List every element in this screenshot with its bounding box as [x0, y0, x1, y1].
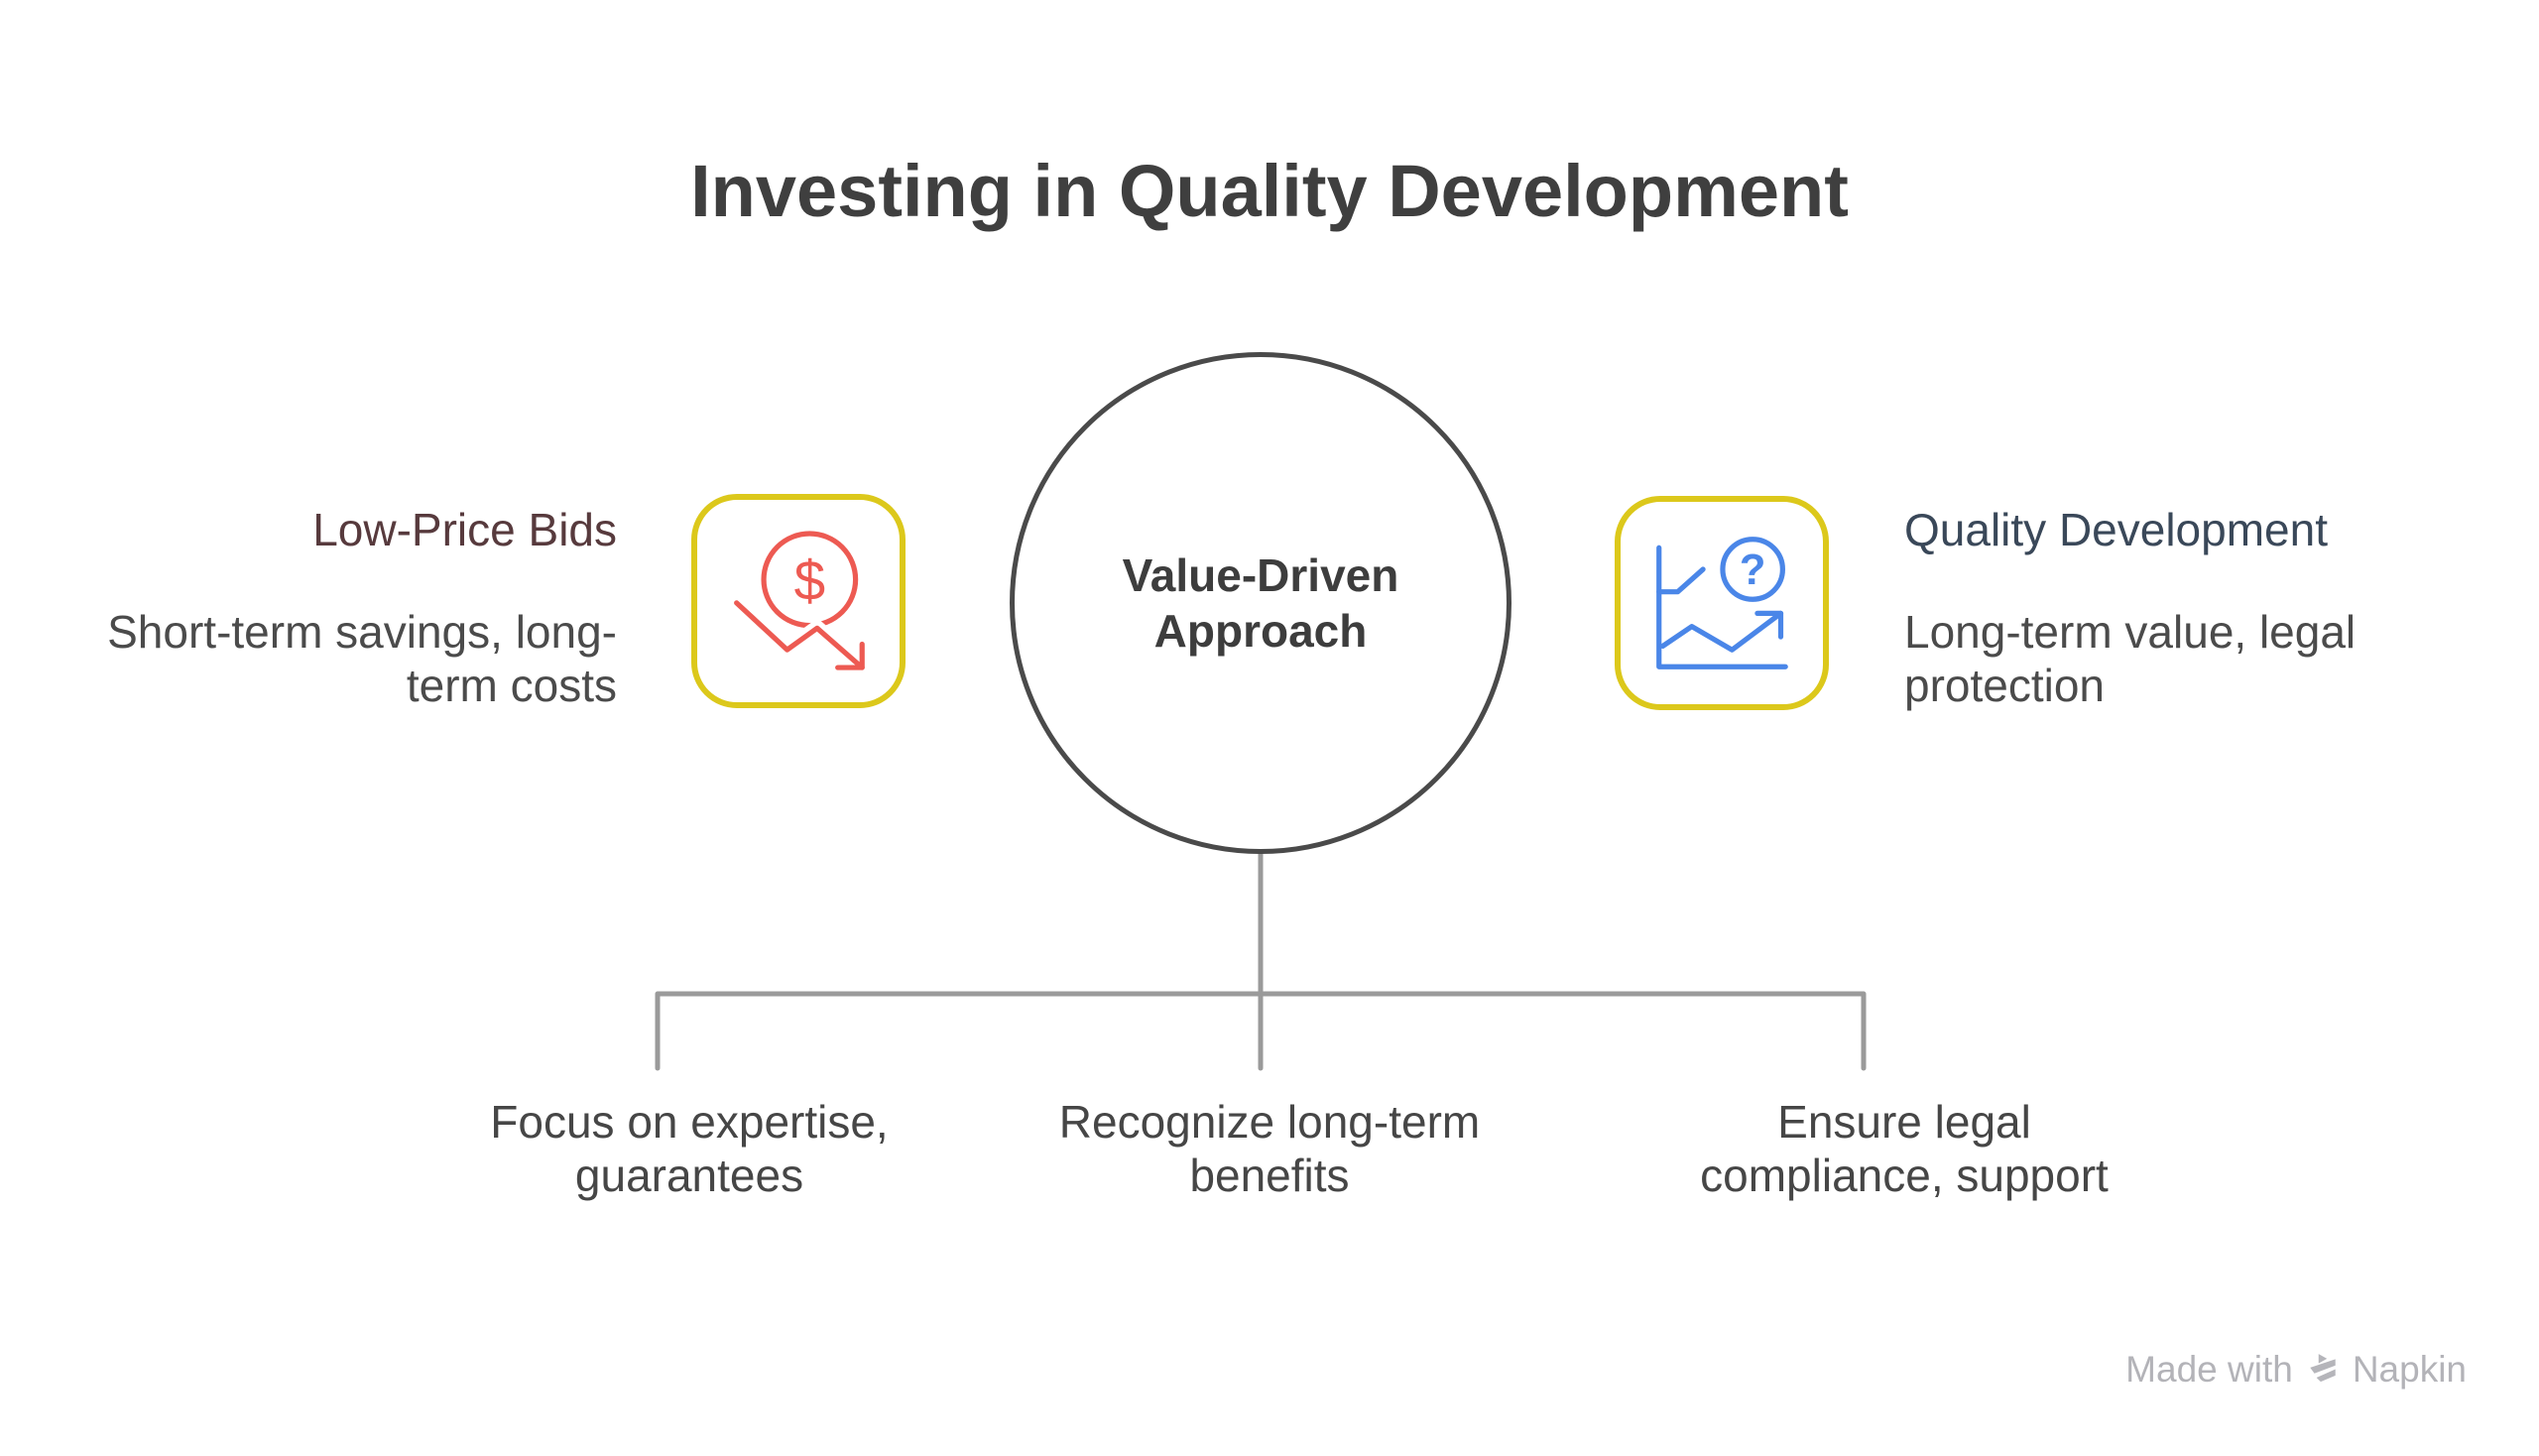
- svg-text:?: ?: [1740, 546, 1766, 594]
- watermark: Made with Napkin: [2125, 1349, 2467, 1391]
- right-item-description: Long-term value, legal protection: [1904, 606, 2357, 711]
- left-item-description: Short-term savings, long-term costs: [107, 606, 617, 711]
- left-item-text: Low-Price Bids Short-term savings, long-…: [101, 502, 617, 711]
- watermark-prefix: Made with: [2125, 1349, 2293, 1390]
- left-icon-frame: $: [691, 494, 906, 708]
- diagram-title: Investing in Quality Development: [690, 150, 1849, 232]
- watermark-brand: Napkin: [2352, 1349, 2467, 1390]
- dollar-decline-icon: $: [728, 531, 871, 676]
- left-item-heading: Low-Price Bids: [312, 504, 617, 555]
- branch-label-benefits: Recognize long-term benefits: [1058, 1096, 1481, 1201]
- branch-bracket-line: [655, 991, 1867, 1071]
- svg-text:$: $: [794, 550, 826, 613]
- right-icon-frame: ?: [1615, 496, 1829, 710]
- right-item-text: Quality Development Long-term value, leg…: [1904, 502, 2479, 711]
- right-item-heading: Quality Development: [1904, 504, 2328, 555]
- branch-label-expertise: Focus on expertise, guarantees: [490, 1096, 889, 1201]
- growth-chart-question-icon: ?: [1656, 537, 1788, 669]
- center-node: Value-Driven Approach: [1010, 352, 1511, 854]
- napkin-logo-icon: [2310, 1354, 2336, 1383]
- branch-label-compliance: Ensure legal compliance, support: [1700, 1096, 2109, 1201]
- center-node-label: Value-Driven Approach: [1122, 549, 1399, 657]
